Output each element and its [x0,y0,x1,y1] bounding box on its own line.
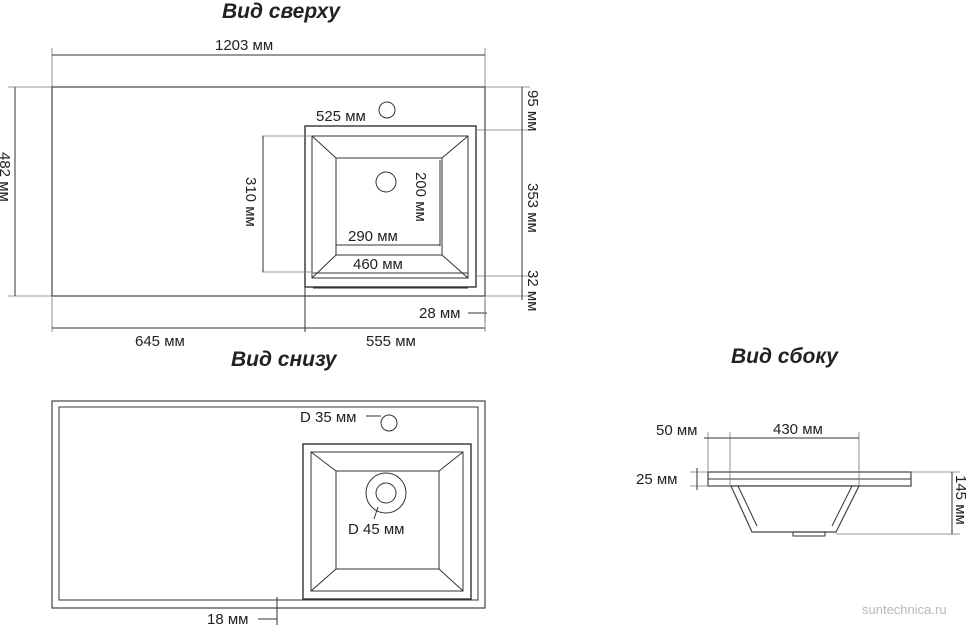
side-view-title: Вид сбоку [731,345,839,368]
bottom-view-title: Вид снизу [231,348,338,371]
top-view-title: Вид сверху [222,0,341,23]
left-section-label: 645 мм [135,333,185,350]
bowl-depth-label: 353 мм [524,183,541,233]
total-width-dimension [51,48,486,87]
bottom-bowl-outer [302,443,472,600]
lip-label: 50 мм [656,422,697,439]
tap-hole-label: D 35 мм [300,409,356,426]
total-width-label: 1203 мм [215,37,273,54]
tap-offset-dimension [304,125,378,332]
drain-leader [373,506,379,520]
front-margin-label: 32 мм [524,270,541,311]
bowl-inner-depth-dimension [262,135,312,273]
drain-hole-label: D 45 мм [348,521,404,538]
watermark: suntechnica.ru [862,602,947,617]
total-depth-dimension [8,86,52,297]
drain-hole-icon [375,171,397,193]
bottom-bowl-bottom [335,470,440,570]
side-profile [707,471,912,537]
side-top-dimension [704,432,860,486]
bottom-view-outline [51,400,486,609]
back-margin-label: 95 мм [524,90,541,131]
bowl-length-label: 430 мм [773,421,823,438]
total-height-dimension [836,471,960,535]
slab-thickness-dimension [690,468,708,490]
drain-inner-icon [375,482,397,504]
right-section-label: 555 мм [366,333,416,350]
total-depth-label: 482 мм [0,152,13,202]
bowl-bottom [335,157,443,256]
tap-offset-label: 525 мм [316,108,366,125]
bottom-width-label: 290 мм [348,228,398,245]
tap-hole-bottom-icon [380,414,398,432]
total-height-label: 145 мм [952,475,969,525]
bowl-inner-depth-label: 310 мм [242,177,259,227]
bottom-view-inner-edge [58,406,479,601]
bowl-width-label: 460 мм [353,256,403,273]
bottom-bowl-rim [310,451,464,592]
bowl-rim [311,135,469,279]
drain-outer-icon [365,472,407,514]
edge-dimension [258,597,278,625]
tap-hole-icon [378,101,396,119]
countertop-outline [51,86,486,297]
bottom-width-chain-dimension [51,296,486,332]
rim-dimension [468,300,487,322]
drain-depth-label: 200 мм [412,172,429,222]
right-depth-chain-dimension [476,86,530,300]
edge-label: 18 мм [207,611,248,625]
rim-label: 28 мм [419,305,460,322]
slab-thickness-label: 25 мм [636,471,677,488]
